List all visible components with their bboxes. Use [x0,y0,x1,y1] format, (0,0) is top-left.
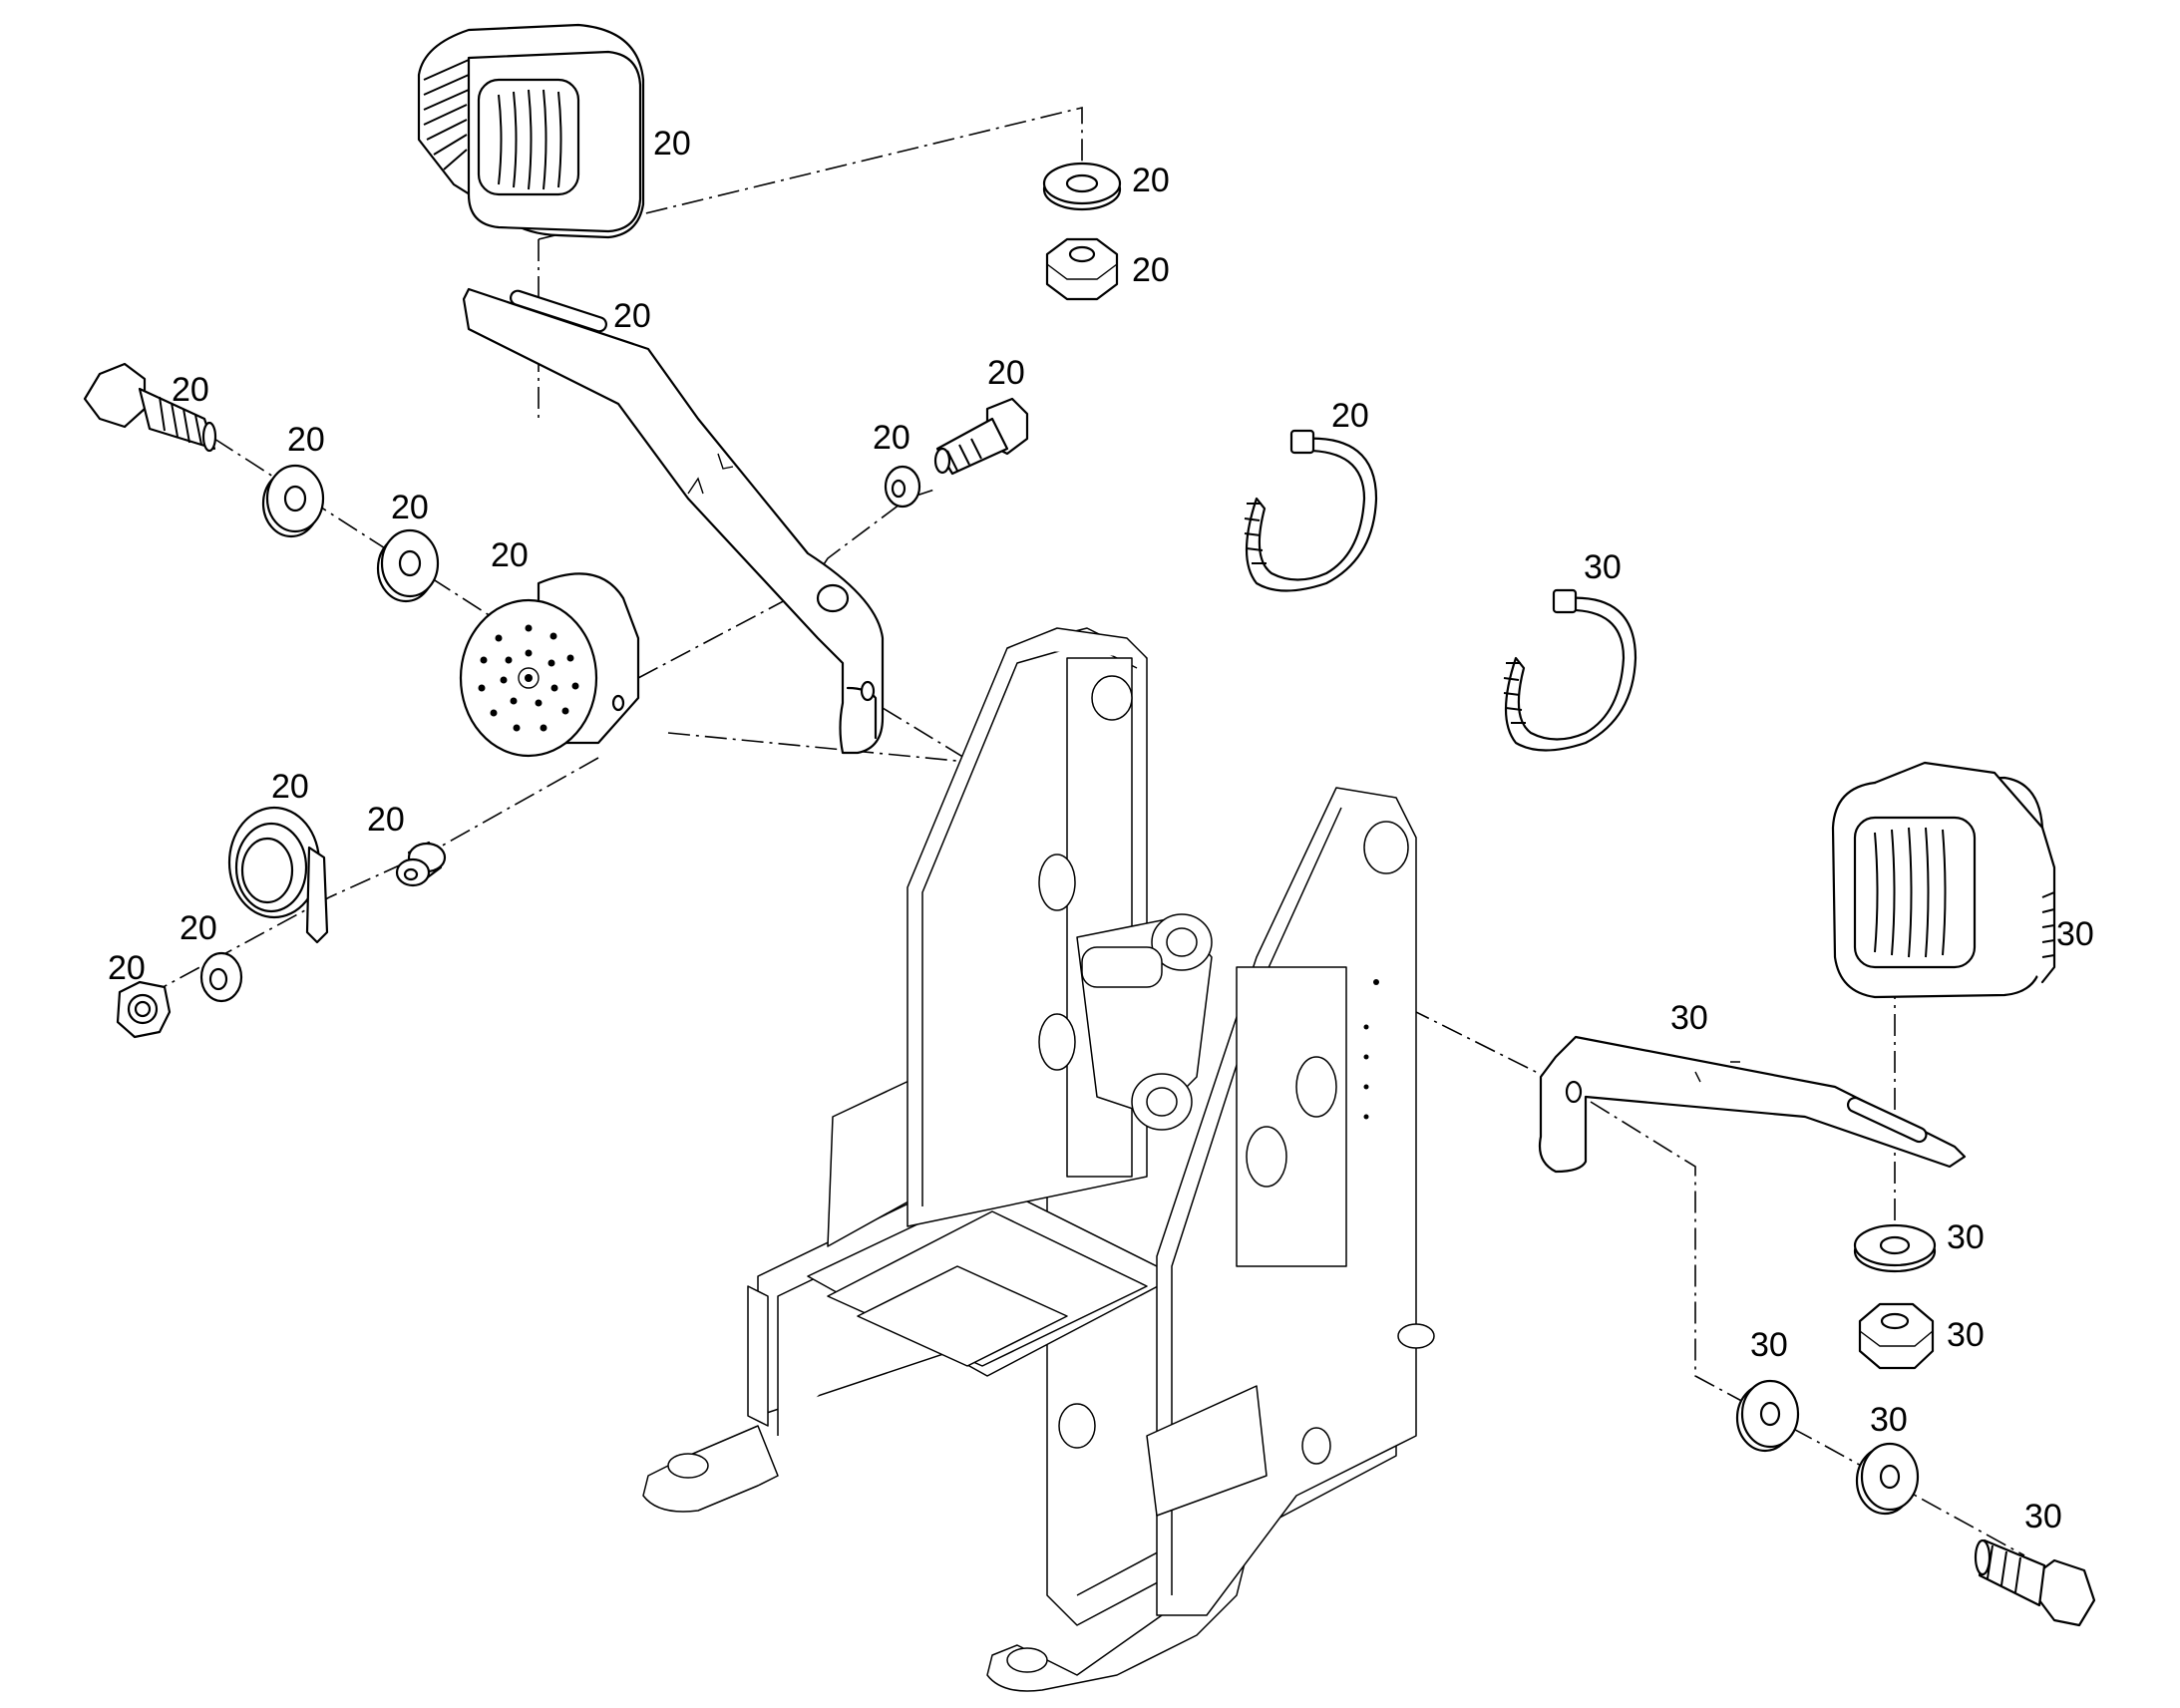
lockwasher-left [199,951,243,1003]
washer-a [261,464,325,538]
callout-labels: 20 20 20 20 20 20 20 20 20 20 20 20 20 2… [108,125,2094,1536]
work-lamp-right [1831,761,2056,999]
callout-nut-top: 20 [1132,251,1170,289]
callout-washer-top: 20 [1132,162,1170,199]
callout-spacer: 20 [367,801,405,839]
bolt-small [933,397,1029,476]
bolt-left [83,362,217,453]
callout-clamp-right: 30 [1584,548,1622,586]
bolt-right [1974,1538,2096,1627]
washer-r3 [1855,1442,1920,1516]
beacon [227,806,329,944]
callout-bracket-right: 30 [1670,999,1708,1037]
callout-washer-small: 20 [873,419,910,457]
callout-lamp-right: 30 [2056,915,2094,953]
callout-washer-b: 20 [391,489,429,526]
washer-r1 [1853,1223,1937,1273]
callout-clamp-left: 20 [1331,397,1369,435]
nut-top [1045,237,1119,301]
callout-beacon: 20 [271,768,309,806]
callout-bracket-left: 20 [613,297,651,335]
washer-b [376,528,440,603]
bracket-left [462,287,885,755]
clamp-right [1503,588,1637,752]
callout-lockwasher-left: 20 [180,909,217,947]
horn-grille-dots [478,624,579,732]
washer-small [884,465,921,509]
callout-washer-a: 20 [287,421,325,459]
callout-nut-r1: 30 [1947,1316,1985,1354]
callout-washer-r1: 30 [1947,1218,1985,1256]
washer-top [1042,162,1122,211]
bracket-right [1538,1035,1967,1174]
spacer [395,841,447,887]
callout-bolt-right: 30 [2024,1498,2062,1536]
main-frame [642,627,1435,1692]
callout-bolt-left: 20 [172,371,209,409]
nut-r1 [1858,1302,1935,1370]
callout-washer-r2: 30 [1750,1326,1788,1364]
washer-r2 [1735,1379,1800,1453]
clamp-left [1244,429,1378,592]
callout-nut-left: 20 [108,949,146,987]
callout-washer-r3: 30 [1870,1401,1908,1439]
callout-horn: 20 [491,536,529,574]
work-lamp-left [417,23,645,239]
horn [459,572,640,758]
callout-bolt-small: 20 [987,354,1025,392]
nut-left [116,980,172,1039]
callout-lamp-left: 20 [653,125,691,163]
